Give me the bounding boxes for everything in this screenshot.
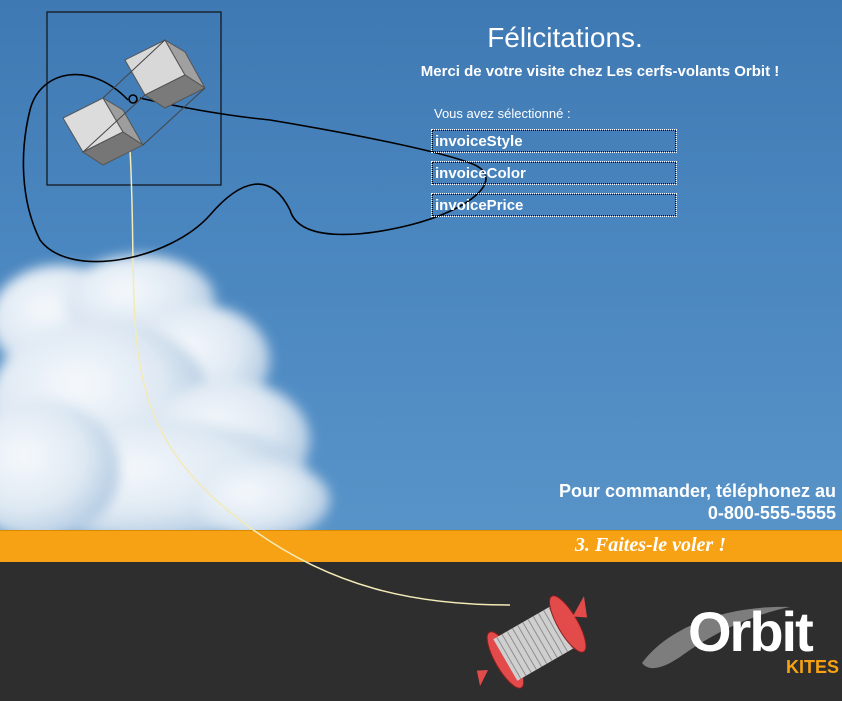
invoice-color-value: invoiceColor: [435, 165, 526, 182]
motion-path: [22, 73, 487, 263]
step-title: 3. Faites-le voler !: [574, 534, 726, 556]
page-title: Félicitations.: [487, 22, 643, 53]
thank-you-message: Merci de votre visite chez Les cerfs-vol…: [420, 63, 780, 80]
orbit-kites-logo: Orbit KITES: [640, 585, 840, 685]
invoice-style-value: invoiceStyle: [435, 133, 523, 150]
cloud-illustration: [0, 255, 330, 530]
order-phone: 0-800-555-5555: [707, 503, 836, 523]
box-kite-icon: [62, 38, 207, 166]
step-banner: 3. Faites-le voler !: [0, 530, 842, 563]
invoice-price-field[interactable]: invoicePrice: [431, 193, 677, 217]
selection-label: Vous avez sélectionné :: [434, 106, 571, 121]
order-prompt: Pour commander, téléphonez au: [558, 481, 836, 501]
logo-wordmark: Orbit: [688, 600, 814, 663]
logo-subtitle: KITES: [786, 657, 840, 677]
invoice-color-field[interactable]: invoiceColor: [431, 161, 677, 185]
kite-string: [129, 149, 511, 606]
swoosh-icon: [642, 606, 790, 669]
order-info: Pour commander, téléphonez au 0-800-555-…: [559, 480, 836, 524]
kite-selection-box[interactable]: [46, 11, 222, 186]
string-spool-icon: [476, 595, 588, 689]
path-anchor-icon[interactable]: [128, 94, 138, 104]
invoice-style-field[interactable]: invoiceStyle: [431, 129, 677, 153]
invoice-price-value: invoicePrice: [435, 197, 524, 214]
